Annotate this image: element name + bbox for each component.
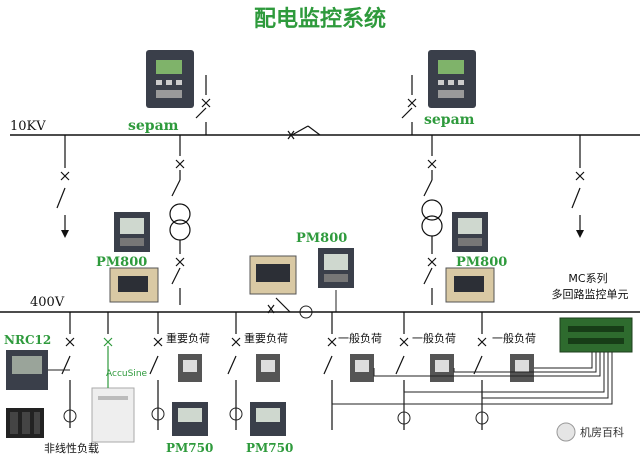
mcb-general-3 — [510, 354, 534, 382]
nrc12-label: NRC12 — [4, 333, 51, 347]
accusine-filter — [91, 387, 135, 443]
communication-wires — [331, 352, 613, 424]
load-general-2-label: 一般负荷 — [412, 331, 456, 345]
feeder-400v-nrc — [48, 312, 77, 428]
feeder-400v-general-1 — [323, 312, 337, 430]
watermark-text: 机房百科 — [580, 425, 624, 439]
sepam-right-label: sepam — [424, 112, 475, 128]
pm800-center-label: PM800 — [296, 231, 347, 246]
mcb-general-2 — [430, 354, 454, 382]
feeder-10kv-right — [571, 135, 585, 238]
nonlinear-load-label: 非线性负载 — [44, 441, 99, 455]
feeder-10kv-left — [56, 135, 70, 238]
pm750-meter-right — [250, 402, 286, 436]
sepam-left-feed — [195, 75, 211, 135]
pm800-meter-center — [318, 248, 354, 288]
breaker-left — [109, 267, 159, 303]
bus-400v-label: 400V — [30, 295, 65, 310]
mc-monitoring-unit — [559, 317, 633, 353]
mc-unit-label: 多回路监控单元 — [552, 287, 629, 301]
mcb-general-1 — [350, 354, 374, 382]
load-important-2-label: 重要负荷 — [244, 331, 288, 345]
bus-10kv-label: 10KV — [10, 119, 46, 134]
feeder-400v-important-1 — [149, 312, 165, 430]
feeder-400v-accusine — [103, 312, 113, 388]
feeder-400v-general-3 — [473, 312, 489, 430]
pm800-left-label: PM800 — [96, 255, 147, 270]
capacitor-bank — [6, 408, 44, 438]
mcb-important-1 — [178, 354, 202, 382]
accusine-label: AccuSine — [106, 369, 148, 379]
feeder-400v-important-2 — [227, 312, 243, 430]
breaker-center — [249, 255, 297, 295]
bus-tie-switch — [287, 125, 321, 140]
pm750-meter-left — [172, 402, 208, 436]
sepam-right-feed — [401, 75, 417, 135]
sepam-relay-left — [146, 50, 194, 108]
sepam-left-label: sepam — [128, 118, 179, 134]
nrc12-controller — [6, 350, 48, 390]
load-important-1-label: 重要负荷 — [166, 331, 210, 345]
load-general-3-label: 一般负荷 — [492, 331, 536, 345]
pm800-meter-left — [114, 212, 150, 252]
sepam-relay-right — [428, 50, 476, 108]
breaker-right — [445, 267, 495, 303]
pm750-right-label: PM750 — [246, 441, 293, 455]
transformer-branch-right — [421, 135, 443, 305]
mc-series-label: MC系列 — [568, 271, 607, 285]
watermark: 机房百科 — [556, 422, 624, 442]
pm800-meter-right — [452, 212, 488, 252]
mcb-important-2 — [256, 354, 280, 382]
pm750-left-label: PM750 — [166, 441, 213, 455]
transformer-branch-left — [169, 135, 191, 305]
diagram-title: 配电监控系统 — [254, 6, 386, 32]
feeder-400v-general-2 — [395, 312, 411, 430]
load-general-1-label: 一般负荷 — [338, 331, 382, 345]
pm800-right-label: PM800 — [456, 255, 507, 270]
